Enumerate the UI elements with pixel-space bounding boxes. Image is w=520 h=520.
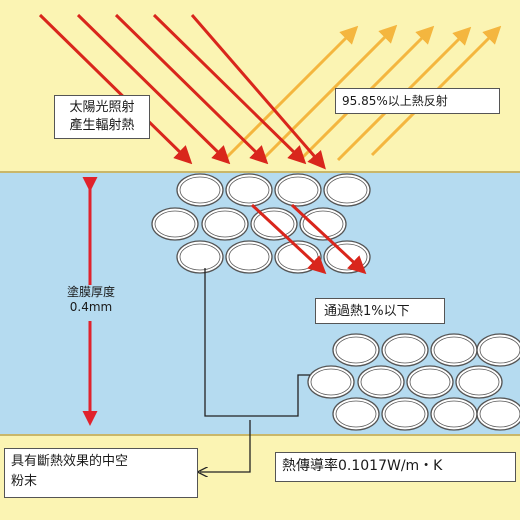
hollow-particle bbox=[176, 240, 224, 274]
hollow-particle-shell bbox=[179, 176, 221, 204]
hollow-particle bbox=[357, 365, 405, 399]
hollow-particle-shell bbox=[326, 176, 368, 204]
hollow-particle-shell bbox=[277, 176, 319, 204]
hollow-particle bbox=[430, 333, 478, 367]
hollow-particle-shell bbox=[335, 400, 377, 428]
hollow-particle bbox=[332, 333, 380, 367]
hollow-particle bbox=[176, 173, 224, 207]
reflected-heat-arrow bbox=[222, 25, 359, 162]
hollow-particle bbox=[307, 365, 355, 399]
coating-thickness-label: 塗膜厚度 0.4mm bbox=[46, 285, 136, 321]
solar-radiation-label: 太陽光照射 產生輻射熱 bbox=[54, 95, 150, 139]
hollow-particle bbox=[323, 173, 371, 207]
incoming-heat-arrow bbox=[152, 13, 307, 165]
hollow-particle-shell bbox=[253, 210, 295, 238]
incoming-heat-arrow bbox=[76, 13, 231, 165]
thermal-conductivity-label: 熱傳導率0.1017W/m・K bbox=[275, 452, 516, 482]
incoming-heat-arrows bbox=[38, 13, 326, 170]
hollow-particle-shell bbox=[335, 336, 377, 364]
hollow-particle-shell bbox=[228, 243, 270, 271]
coating-bottom-surface bbox=[0, 434, 520, 436]
hollow-particle bbox=[151, 207, 199, 241]
particle-connector bbox=[204, 268, 310, 417]
hollow-particle-shell bbox=[479, 400, 520, 428]
hollow-particle bbox=[455, 365, 503, 399]
hollow-particle-shell bbox=[479, 336, 520, 364]
hollow-particle bbox=[430, 397, 478, 431]
pass-through-arrow bbox=[250, 203, 327, 275]
label-connector bbox=[200, 420, 251, 472]
hollow-particle bbox=[332, 397, 380, 431]
hollow-particle bbox=[406, 365, 454, 399]
hollow-particle-shell bbox=[409, 368, 451, 396]
hollow-particle-shell bbox=[384, 400, 426, 428]
hollow-particles-upper bbox=[151, 173, 371, 274]
reflected-heat-arrow bbox=[260, 24, 398, 162]
hollow-particle bbox=[476, 397, 520, 431]
coating-top-surface bbox=[0, 171, 520, 173]
hollow-particle-shell bbox=[326, 243, 368, 271]
reflection-label: 95.85%以上熱反射 bbox=[335, 88, 500, 114]
hollow-particle-shell bbox=[204, 210, 246, 238]
incoming-heat-arrow bbox=[114, 13, 269, 165]
hollow-particle-shell bbox=[302, 210, 344, 238]
hollow-particle bbox=[381, 333, 429, 367]
hollow-particle-shell bbox=[179, 243, 221, 271]
hollow-particle-shell bbox=[433, 336, 475, 364]
hollow-particle-shell bbox=[384, 336, 426, 364]
hollow-particle-shell bbox=[154, 210, 196, 238]
hollow-particle bbox=[201, 207, 249, 241]
hollow-particle-shell bbox=[310, 368, 352, 396]
incoming-heat-arrow bbox=[190, 14, 326, 170]
hollow-powder-label: 具有斷熱效果的中空 粉末 bbox=[4, 448, 198, 498]
hollow-particle bbox=[299, 207, 347, 241]
hollow-particle bbox=[225, 240, 273, 274]
hollow-particle bbox=[476, 333, 520, 367]
pass-through-label: 通過熱1%以下 bbox=[315, 298, 445, 324]
hollow-particle bbox=[225, 173, 273, 207]
hollow-particle bbox=[274, 173, 322, 207]
hollow-particles-lower bbox=[307, 333, 520, 431]
hollow-particle-shell bbox=[433, 400, 475, 428]
incoming-heat-arrow bbox=[38, 13, 193, 165]
hollow-particle-shell bbox=[458, 368, 500, 396]
hollow-particle bbox=[381, 397, 429, 431]
pass-through-arrow bbox=[290, 203, 367, 275]
hollow-particle-shell bbox=[228, 176, 270, 204]
hollow-particle-shell bbox=[360, 368, 402, 396]
pass-through-heat-arrows bbox=[250, 203, 367, 275]
